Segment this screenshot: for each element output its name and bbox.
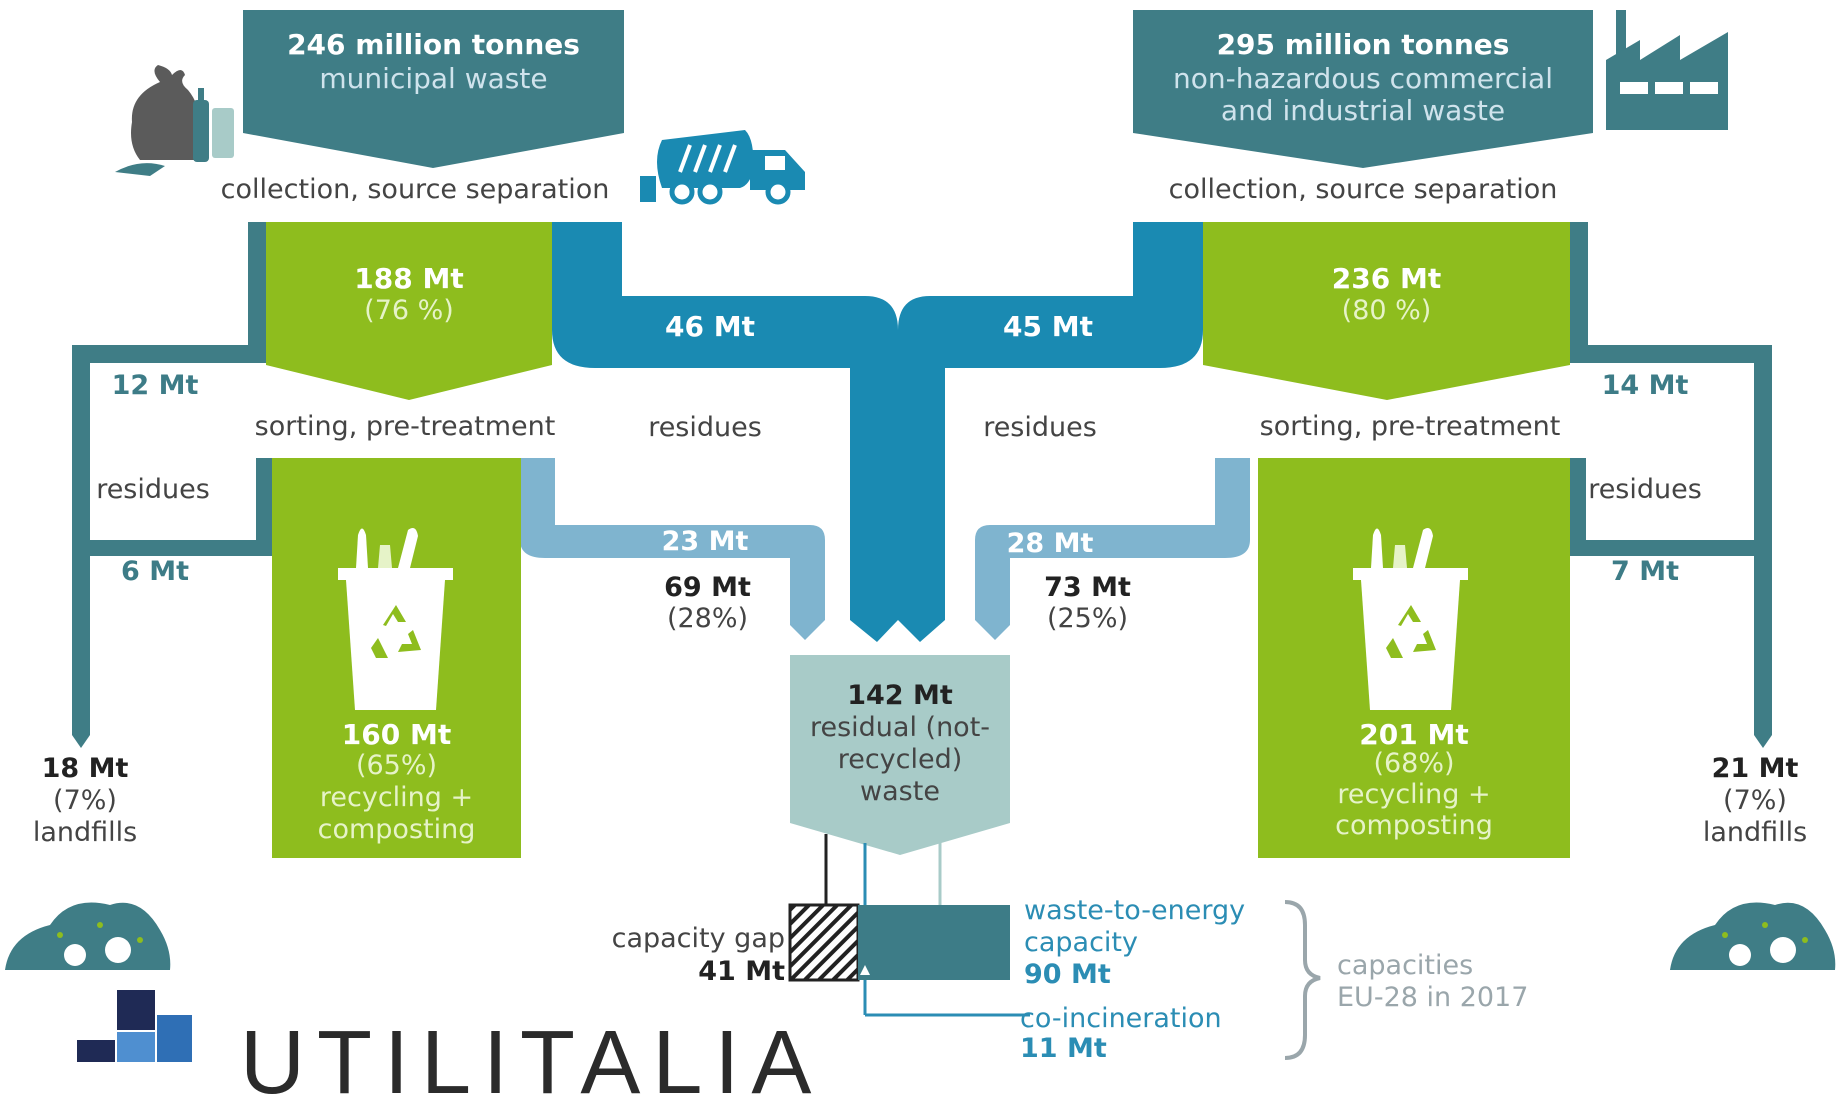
municipal-recycling-pct: (65%)	[355, 750, 438, 781]
capacity-gap-value: 41 Mt	[698, 956, 785, 987]
residual-waste-label-line1: residual (not-	[809, 712, 991, 743]
industrial-header-box	[1133, 10, 1593, 168]
factory-icon	[1606, 10, 1728, 130]
utilitalia-logo-text: UTILITALIA	[240, 1013, 824, 1113]
municipal-separated-box	[266, 222, 552, 400]
landfill-icon	[1670, 902, 1836, 970]
residual-waste-label-line3: waste	[860, 776, 940, 807]
municipal-header-box	[243, 10, 624, 168]
municipal-title: 246 million tonnes	[287, 28, 580, 61]
industrial-direct-landfill-value: 14 Mt	[1601, 370, 1689, 401]
municipal-subtitle: municipal waste	[319, 62, 548, 95]
sorting-residue-flows	[520, 458, 1250, 640]
industrial-residual-pct: (25%)	[1046, 603, 1129, 634]
industrial-recycling-value: 201 Mt	[1359, 718, 1469, 751]
capacities-brace-label-line1: capacities	[1337, 950, 1474, 981]
municipal-recycling-label-line1: recycling +	[319, 782, 474, 813]
waste-to-energy-label-line2: capacity	[1024, 927, 1138, 958]
industrial-sorting-label: sorting, pre-treatment	[1259, 411, 1561, 442]
co-incineration-label: co-incineration	[1020, 1003, 1222, 1034]
capacity-gap-label: capacity gap	[611, 923, 785, 954]
diagram-graphics	[5, 10, 1836, 1062]
waste-to-energy-label-line1: waste-to-energy	[1024, 895, 1246, 926]
collection-residue-flows	[552, 222, 1203, 642]
municipal-residues-label-collection: residues	[648, 412, 762, 443]
residual-waste-box	[790, 655, 1010, 855]
recycling-bin-icon	[338, 528, 453, 710]
garbage-truck-icon	[640, 130, 805, 205]
capacities-brace	[1284, 900, 1321, 1060]
industrial-landfill-value: 21 Mt	[1711, 753, 1799, 784]
industrial-collection-label: collection, source separation	[1168, 174, 1558, 205]
capacities-brace-label-line2: EU-28 in 2017	[1337, 982, 1529, 1013]
landfill-icon	[5, 902, 171, 970]
industrial-collection-residues-value: 45 Mt	[1003, 310, 1093, 343]
municipal-collection-residues-value: 46 Mt	[665, 310, 755, 343]
municipal-direct-landfill-value: 12 Mt	[111, 370, 199, 401]
industrial-separated-pct: (80 %)	[1341, 295, 1432, 326]
co-incineration-arrow	[860, 965, 870, 975]
waste-flow-diagram: 246 million tonnes municipal waste colle…	[5, 10, 1836, 1108]
capacity-gap-hatch	[788, 903, 860, 982]
municipal-landfill-pct: (7%)	[53, 785, 117, 816]
municipal-collection-label: collection, source separation	[220, 174, 610, 205]
municipal-landfill-label: landfills	[32, 817, 138, 848]
municipal-separated-value: 188 Mt	[354, 262, 464, 295]
industrial-separated-value: 236 Mt	[1331, 262, 1442, 295]
municipal-residual-total: 69 Mt	[664, 572, 751, 603]
industrial-residual-total: 73 Mt	[1044, 572, 1131, 603]
municipal-recycling-value: 160 Mt	[341, 718, 452, 751]
industrial-recycling-label-line1: recycling +	[1337, 779, 1491, 810]
residual-waste-label-line2: recycled)	[837, 744, 963, 775]
municipal-recycling-label-line2: composting	[317, 814, 476, 845]
municipal-sorting-label: sorting, pre-treatment	[254, 411, 556, 442]
industrial-title: 295 million tonnes	[1216, 28, 1510, 61]
municipal-sorting-landfill-value: 6 Mt	[121, 556, 189, 587]
waste-bag-icon	[115, 65, 234, 176]
industrial-recycling-label-line2: composting	[1335, 810, 1493, 841]
municipal-landfill-value: 18 Mt	[41, 753, 129, 784]
municipal-sorting-residues-value: 23 Mt	[661, 526, 749, 557]
municipal-landfill-path	[72, 222, 272, 748]
industrial-separated-box	[1203, 222, 1570, 400]
industrial-recycling-pct: (68%)	[1373, 748, 1455, 779]
waste-to-energy-value: 90 Mt	[1024, 959, 1111, 990]
industrial-residues-label-sorting: residues	[1588, 474, 1702, 505]
industrial-sorting-landfill-value: 7 Mt	[1611, 556, 1679, 587]
municipal-separated-pct: (76 %)	[364, 295, 454, 326]
utilitalia-logo-icon	[77, 990, 192, 1062]
industrial-landfill-label: landfills	[1702, 817, 1808, 848]
municipal-residues-label-sorting: residues	[96, 474, 210, 505]
residual-waste-value: 142 Mt	[847, 680, 953, 711]
industrial-subtitle-line2: and industrial waste	[1220, 94, 1506, 127]
industrial-subtitle-line1: non-hazardous commercial	[1173, 62, 1553, 95]
industrial-landfill-path	[1570, 222, 1772, 748]
waste-to-energy-capacity-box	[858, 905, 1010, 980]
industrial-sorting-residues-value: 28 Mt	[1006, 528, 1094, 559]
municipal-residual-pct: (28%)	[666, 603, 749, 634]
co-incineration-value: 11 Mt	[1020, 1033, 1107, 1064]
recycling-bin-icon	[1353, 528, 1468, 710]
industrial-residues-label-collection: residues	[983, 412, 1097, 443]
industrial-landfill-pct: (7%)	[1723, 785, 1787, 816]
